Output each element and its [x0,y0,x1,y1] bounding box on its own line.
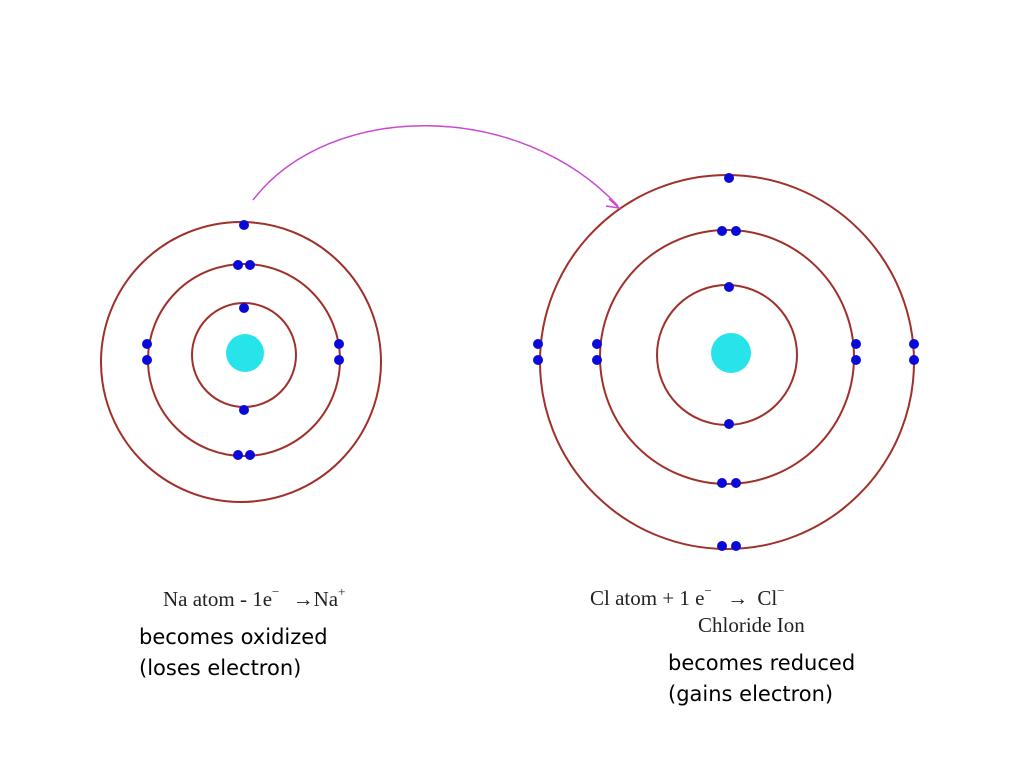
chloride-ion-symbol: Cl [757,586,778,610]
electron [533,355,543,365]
transfer-arrow-curve [252,125,619,207]
electron [334,355,344,365]
electron-charge-superscript: − [272,584,280,599]
chlorine-equation: Cl atom + 1 e− → Cl− [590,583,785,611]
electron [724,173,734,183]
sodium-caption-line-1: becomes oxidized [139,625,328,649]
sodium-electrons [142,220,344,460]
electron-charge-superscript: − [704,583,712,598]
electron [724,419,734,429]
electron-transfer-arrow [252,125,622,210]
chlorine-electrons [533,173,919,551]
chlorine-caption-line-1: becomes reduced [668,651,856,675]
sodium-equation-lhs: Na atom - 1e [163,587,273,611]
electron [724,282,734,292]
electron [717,226,727,236]
electron [334,339,344,349]
electron [233,450,243,460]
chloride-ion-charge: − [777,583,785,598]
chlorine-equation-lhs: Cl atom + 1 e [590,586,705,610]
electron [909,355,919,365]
electron [233,260,243,270]
chloride-ion-label: Chloride Ion [698,613,805,637]
electron [717,541,727,551]
electron [142,355,152,365]
electron [717,478,727,488]
electron [245,450,255,460]
transfer-arrowhead [605,198,622,210]
electron [851,355,861,365]
sodium-nucleus [226,334,264,372]
chlorine-caption-line-2: (gains electron) [668,682,834,706]
electron [142,339,152,349]
reaction-arrow: → [727,586,749,610]
reaction-arrow: → [292,587,314,611]
electron [731,226,741,236]
electron [851,339,861,349]
electron [592,355,602,365]
electron [239,303,249,313]
chlorine-caption: becomes reduced (gains electron) [668,648,855,710]
electron [245,260,255,270]
sodium-ion-symbol: Na [313,587,339,611]
electron [731,541,741,551]
sodium-caption-line-2: (loses electron) [139,656,302,680]
chlorine-nucleus [711,333,751,373]
chlorine-atom [533,173,919,551]
electron [592,339,602,349]
valence-electron [239,220,249,230]
sodium-caption: becomes oxidized (loses electron) [139,622,328,684]
sodium-equation: Na atom - 1e− →Na+ [163,584,346,612]
electron [533,339,543,349]
electron [909,339,919,349]
sodium-ion-charge: + [338,584,346,599]
electron [239,405,249,415]
sodium-atom [100,220,382,503]
electron [731,478,741,488]
